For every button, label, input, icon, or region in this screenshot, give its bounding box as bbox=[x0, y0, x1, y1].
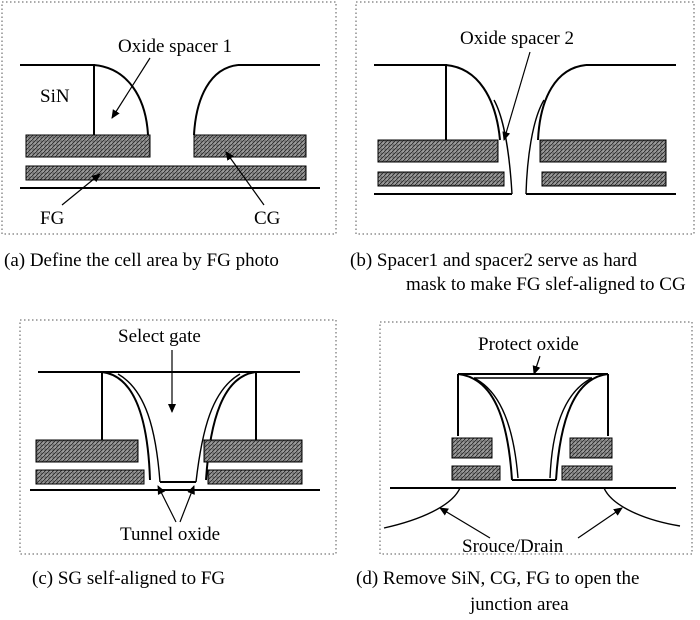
spacer-2-left-b bbox=[493, 99, 513, 195]
label-cg: CG bbox=[254, 208, 281, 229]
cg-right bbox=[193, 134, 307, 158]
caption-b-line-2: mask to make FG slef-aligned to CG bbox=[406, 274, 686, 295]
spacer-right-outer-d bbox=[555, 373, 609, 481]
cg-right-d bbox=[569, 437, 613, 459]
label-source-drain: Srouce/Drain bbox=[462, 536, 564, 557]
label-oxide-spacer-2: Oxide spacer 2 bbox=[460, 28, 574, 49]
arrow-cg bbox=[225, 151, 265, 206]
spacer-right-inner-d bbox=[549, 377, 593, 479]
spacer-left-outer-d bbox=[457, 373, 513, 481]
panel-a-frame bbox=[1, 1, 337, 235]
label-oxide-spacer-1: Oxide spacer 1 bbox=[118, 36, 232, 57]
fg-layer bbox=[25, 165, 307, 181]
label-select-gate: Select gate bbox=[118, 326, 201, 347]
oxide-spacer-1-left bbox=[93, 64, 149, 136]
label-fg: FG bbox=[40, 208, 65, 229]
spacer-1-left-b bbox=[445, 64, 501, 141]
spacer-left-inner-d bbox=[473, 377, 519, 479]
cg-left-c bbox=[35, 439, 139, 463]
fg-right-b bbox=[541, 171, 667, 187]
caption-b-line-1: (b) Spacer1 and spacer2 serve as hard bbox=[350, 250, 637, 271]
arrow-source-right bbox=[577, 507, 623, 539]
arrow-source-left bbox=[439, 507, 491, 539]
fg-left-d bbox=[451, 465, 501, 481]
sin-block-left-b bbox=[374, 64, 447, 140]
fg-left-b bbox=[377, 171, 505, 187]
spacer-left-inner-c bbox=[117, 373, 161, 483]
panel-a: Oxide spacer 1 SiN FG CG (a) Define the … bbox=[1, 1, 337, 271]
cg-left bbox=[25, 134, 151, 158]
caption-a: (a) Define the cell area by FG photo bbox=[4, 250, 279, 271]
caption-d-line-1: (d) Remove SiN, CG, FG to open the bbox=[356, 568, 639, 589]
spacer-right-outer-c bbox=[205, 371, 257, 481]
panel-b-frame bbox=[355, 1, 695, 235]
panel-d: Protect oxide Srouce/Drain (d) Remove Si… bbox=[356, 321, 693, 615]
panel-d-frame bbox=[379, 321, 693, 555]
arrow-protect-oxide bbox=[532, 355, 541, 375]
junction-left-d bbox=[383, 487, 461, 529]
spacer-2-right-b bbox=[525, 99, 545, 195]
label-sin: SiN bbox=[40, 86, 70, 107]
panel-c-frame bbox=[19, 319, 337, 555]
arrow-oxide-spacer-1 bbox=[111, 57, 151, 119]
arrow-tunnel-oxide-1 bbox=[157, 485, 177, 523]
cg-left-b bbox=[377, 139, 499, 163]
caption-c: (c) SG self-aligned to FG bbox=[32, 568, 225, 589]
spacer-1-right-b bbox=[537, 64, 587, 141]
junction-right-d bbox=[603, 487, 681, 527]
label-tunnel-oxide: Tunnel oxide bbox=[120, 524, 220, 545]
spacer-right-inner-c bbox=[195, 373, 241, 483]
fg-right-c bbox=[207, 469, 303, 485]
label-protect-oxide: Protect oxide bbox=[478, 334, 579, 355]
oxide-spacer-1-right bbox=[193, 64, 239, 136]
arrow-tunnel-oxide-2 bbox=[179, 485, 195, 523]
fg-left-c bbox=[35, 469, 145, 485]
cg-right-c bbox=[203, 439, 303, 463]
fg-right-d bbox=[561, 465, 613, 481]
arrow-fg bbox=[61, 173, 101, 206]
spacer-left-outer-c bbox=[101, 371, 151, 481]
cg-left-d bbox=[451, 437, 493, 459]
arrow-oxide-spacer-2 bbox=[502, 51, 531, 141]
panel-c: Select gate Tunnel oxide (c) SG self-ali… bbox=[19, 319, 337, 589]
cg-right-b bbox=[539, 139, 667, 163]
panel-b: Oxide spacer 2 (b) Spacer1 and spacer2 s… bbox=[350, 1, 695, 295]
caption-d-line-2: junction area bbox=[469, 594, 569, 615]
